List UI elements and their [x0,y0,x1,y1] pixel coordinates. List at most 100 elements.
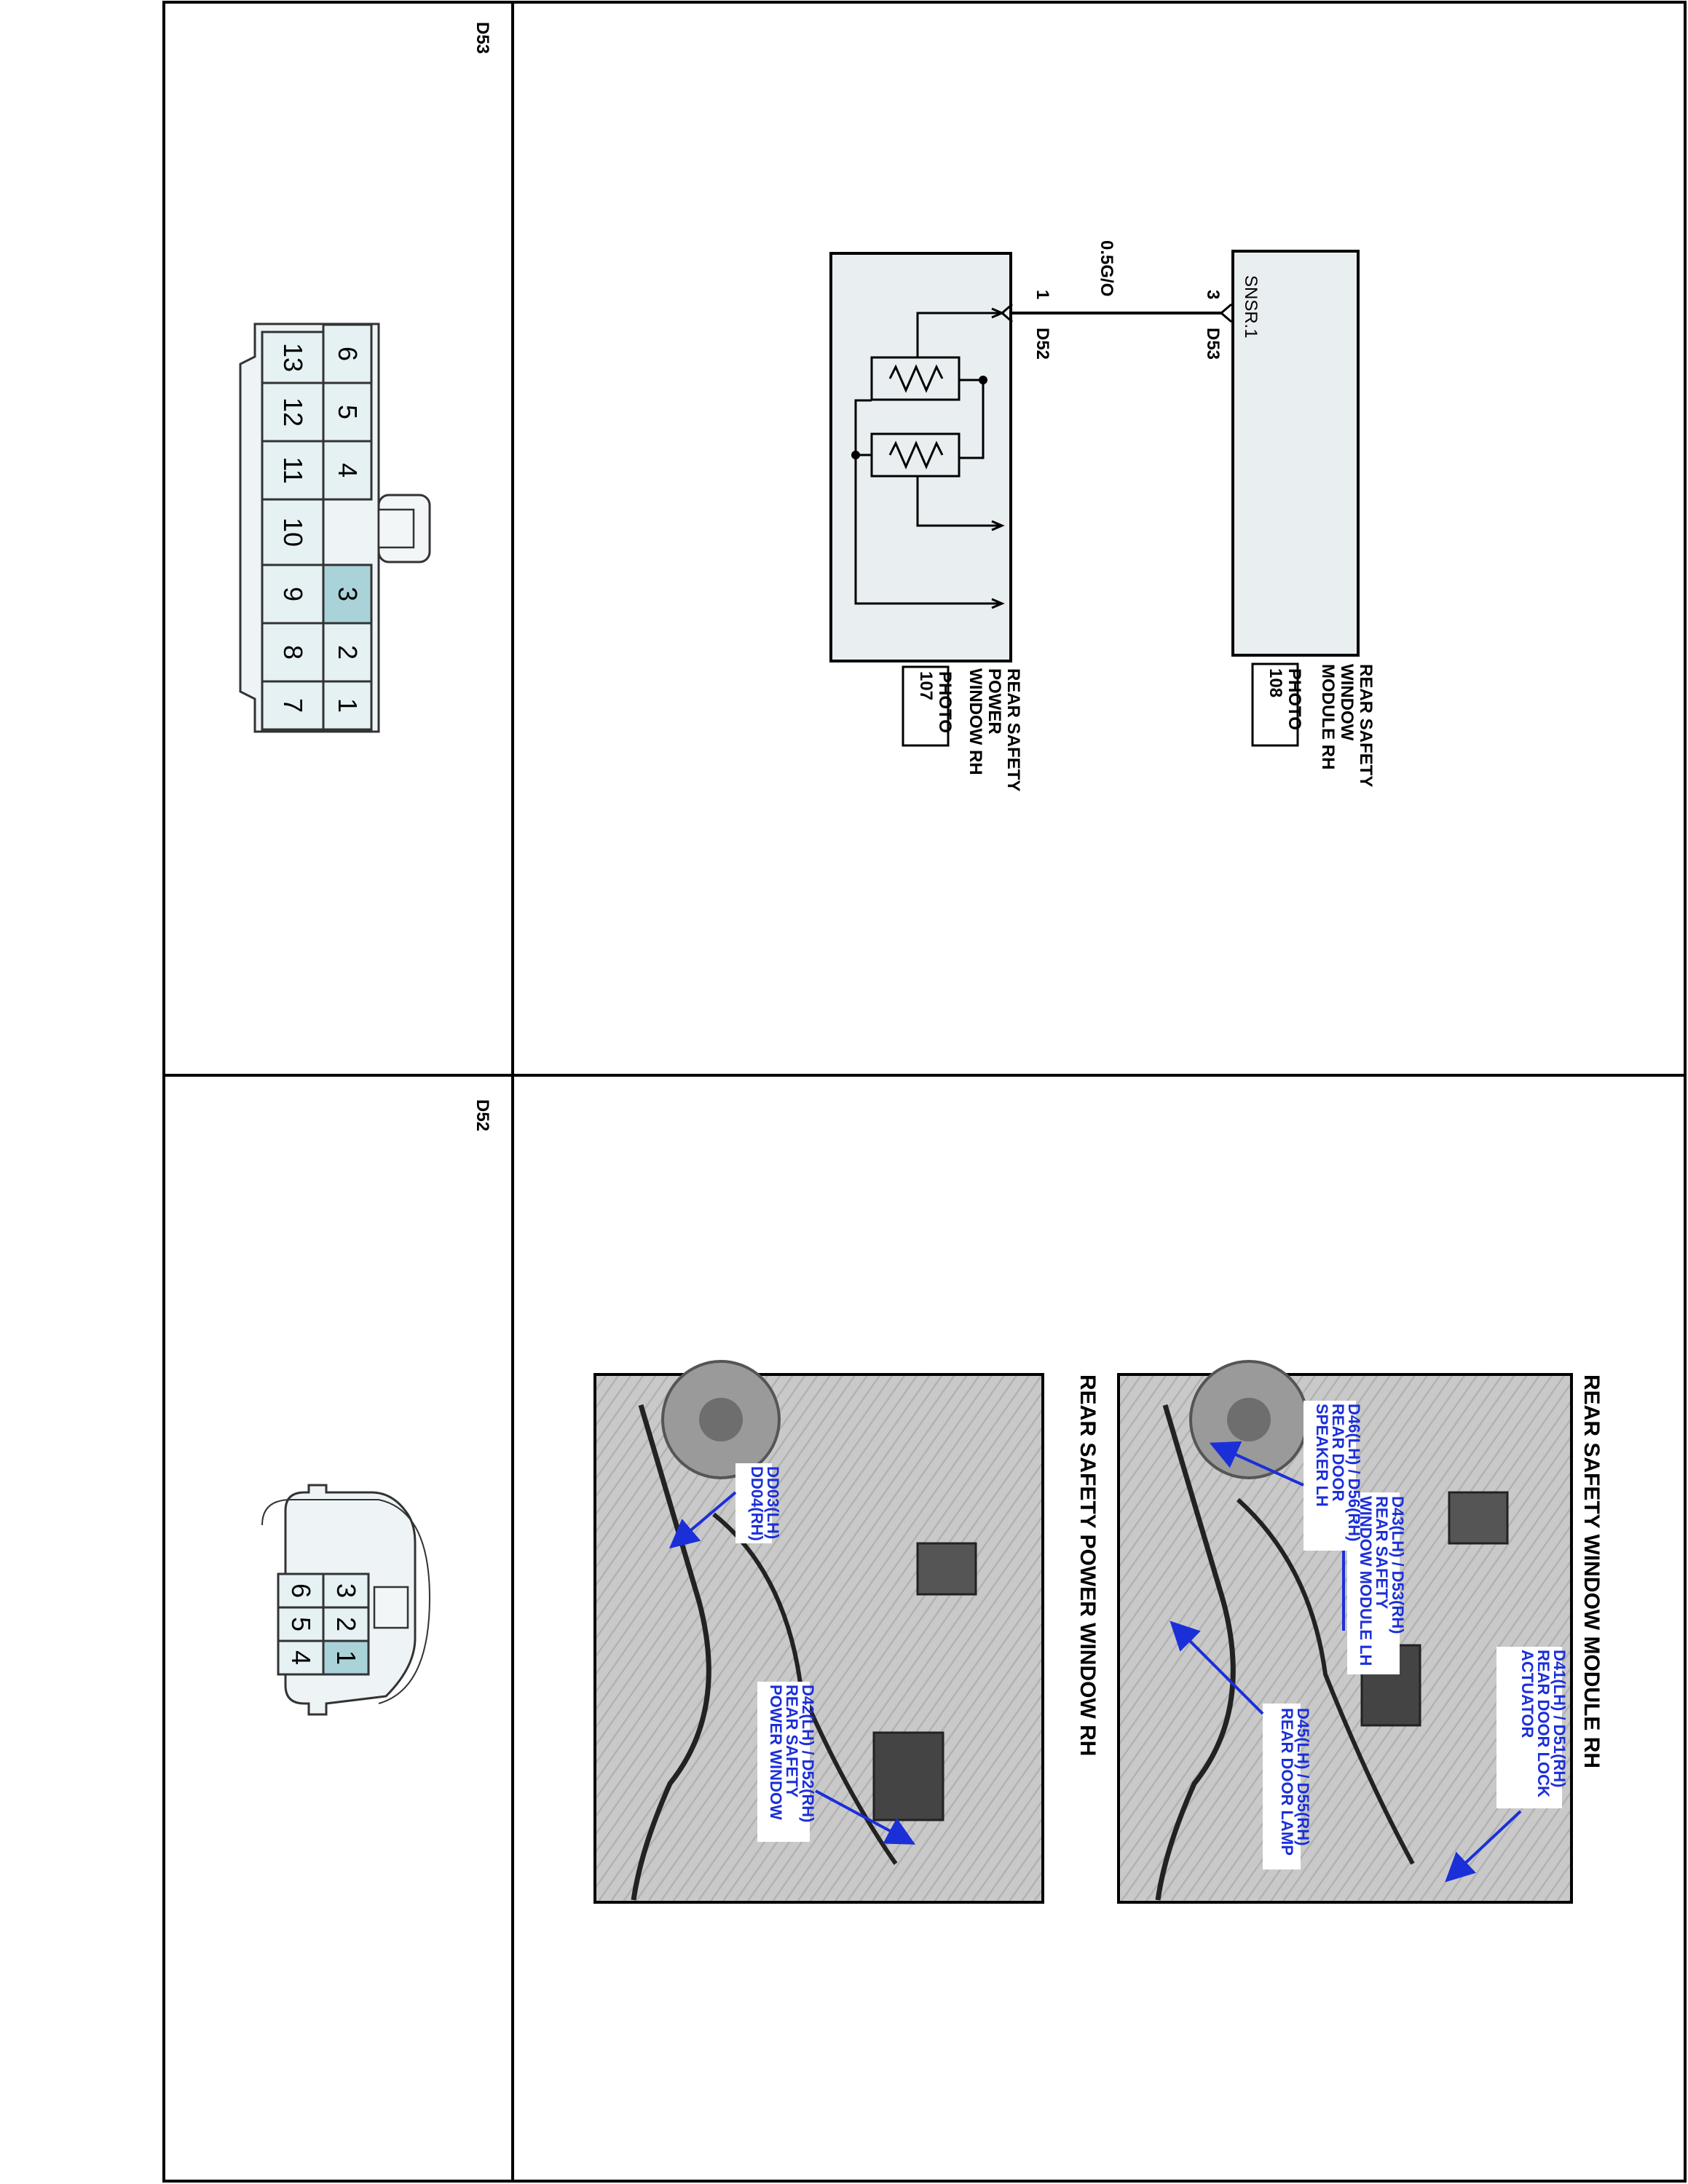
module-label-line: WINDOW [1337,664,1357,741]
window-connector-label: D52 [1033,328,1052,360]
svg-text:3: 3 [331,1583,361,1598]
svg-text:11: 11 [278,456,308,483]
svg-text:9: 9 [278,587,308,601]
window-label-line: REAR SAFETY [1003,668,1023,791]
svg-text:10: 10 [278,518,308,547]
svg-text:5: 5 [286,1617,316,1631]
d53-pin-4: 4 [322,440,373,501]
callout-door-speaker: D46(LH) / D56(RH) REAR DOOR SPEAKER LH [1209,1401,1363,1551]
d53-pin-1: 1 [322,680,373,731]
svg-text:3: 3 [333,587,363,601]
callout-door-lamp: D45(LH) / D55(RH) REAR DOOR LAMP [1170,1621,1312,1870]
d53-pin-7: 7 [261,680,325,731]
photo-rear-safety-power-window: REAR SAFETY POWER WINDOW RH D42(LH) / D5… [593,1360,1100,1904]
svg-text:4: 4 [333,463,363,478]
connector-d53-face: 6 5 4 3 2 1 13 12 11 10 9 8 7 [239,323,431,733]
d52-pin-3: 3 [322,1572,370,1609]
d53-terminal-chevron [1219,303,1232,323]
junction-dot [851,451,860,459]
d53-pin-2: 2 [322,622,373,683]
photo-bottom-title: REAR SAFETY POWER WINDOW RH [1076,1374,1100,1756]
window-photo-ref: 107 [916,671,936,700]
svg-text:D45(LH) / D55(RH): D45(LH) / D55(RH) [1294,1708,1312,1845]
speaker-cone [1227,1398,1271,1441]
connector-label-d52: D52 [473,1099,492,1131]
wire-harness [631,1404,711,1901]
callout-dd03-dd04: DD03(LH) DD04(RH) [669,1463,782,1549]
window-photo-ref-box [902,665,950,747]
d53-pin-6: 6 [322,323,373,384]
junction-dot [979,376,987,384]
d52-pin-4: 4 [277,1639,325,1676]
power-window-internal-circuit [854,307,1005,609]
svg-text:REAR DOOR LAMP: REAR DOOR LAMP [1278,1708,1296,1856]
d53-pin-12: 12 [261,381,325,443]
svg-text:2: 2 [331,1617,361,1631]
svg-text:POWER WINDOW: POWER WINDOW [767,1685,785,1820]
svg-text:D46(LH) / D56(RH): D46(LH) / D56(RH) [1345,1404,1363,1541]
d52-pin-1-highlighted: 1 [322,1639,370,1676]
svg-text:13: 13 [278,343,308,372]
photo-rear-safety-window-module: REAR SAFETY WINDOW MODULE RH D41(LH) / D… [1117,1360,1604,1904]
svg-text:6: 6 [333,347,363,361]
page-frame [162,1,1687,2183]
svg-text:1: 1 [333,698,363,713]
svg-text:DD04(RH): DD04(RH) [748,1466,766,1541]
svg-text:8: 8 [278,645,308,660]
window-label-line: POWER [985,668,1004,735]
door-photo-bottom [593,1373,1044,1904]
svg-text:D43(LH) / D53(RH): D43(LH) / D53(RH) [1389,1496,1407,1634]
module-photo-ref: PHOTO [1285,668,1304,730]
actuator-shape [1448,1491,1509,1545]
d53-pin-13: 13 [261,331,325,384]
d53-pin-8: 8 [261,622,325,683]
svg-text:ACTUATOR: ACTUATOR [1518,1650,1537,1738]
svg-text:REAR SAFETY: REAR SAFETY [1373,1496,1391,1610]
wire-label: 0.5G/O [1097,240,1116,296]
d53-pin-11: 11 [261,440,325,501]
svg-text:6: 6 [286,1583,316,1598]
module-label-line: MODULE RH [1318,664,1338,769]
module-photo-ref: 108 [1266,668,1285,697]
schematic: 0.5G/O 3 D53 1 D52 SNSR.1 REAR SAFETY WI… [829,240,1376,791]
svg-text:2: 2 [333,645,363,660]
svg-text:12: 12 [278,397,308,427]
svg-text:DD03(LH): DD03(LH) [764,1466,782,1539]
svg-text:SPEAKER LH: SPEAKER LH [1313,1404,1331,1507]
module-label-line: REAR SAFETY [1356,664,1376,787]
svg-text:1: 1 [331,1650,361,1665]
speaker-cone [699,1398,743,1441]
d52-pin-2: 2 [322,1606,370,1642]
module-photo-ref-box [1251,662,1299,747]
module-pin-number: 3 [1203,290,1223,299]
svg-text:5: 5 [333,405,363,419]
callout-power-window: D42(LH) / D52(RH) REAR SAFETY POWER WIND… [757,1682,916,1845]
svg-text:REAR DOOR: REAR DOOR [1329,1404,1347,1502]
svg-text:REAR DOOR LOCK: REAR DOOR LOCK [1534,1650,1553,1797]
callout-door-lock-actuator: D41(LH) / D51(RH) REAR DOOR LOCK ACTUATO… [1445,1647,1569,1883]
window-label-line: WINDOW RH [966,668,985,775]
svg-text:D42(LH) / D52(RH): D42(LH) / D52(RH) [799,1685,817,1822]
d52-pin-6: 6 [277,1572,325,1609]
window-pin-number: 1 [1033,290,1052,299]
module-connector-label: D53 [1203,328,1223,360]
svg-text:WINDOW MODULE LH: WINDOW MODULE LH [1357,1496,1375,1666]
motor-shape [872,1731,944,1821]
wire-harness [1236,1497,1415,1865]
svg-text:4: 4 [286,1650,316,1665]
module-pin-name: SNSR.1 [1241,275,1261,339]
d53-pin-5: 5 [322,381,373,443]
latch-shape [916,1542,977,1596]
connector-label-d53: D53 [473,22,492,54]
rear-safety-window-module-box [1231,250,1360,657]
svg-text:REAR SAFETY: REAR SAFETY [783,1685,801,1798]
svg-text:D41(LH) / D51(RH): D41(LH) / D51(RH) [1550,1650,1569,1787]
d53-pin-10: 10 [261,498,325,566]
connector-d52-face: 3 2 1 6 5 4 [261,1484,431,1716]
photo-top-title: REAR SAFETY WINDOW MODULE RH [1579,1374,1604,1768]
window-photo-ref: PHOTO [935,671,955,733]
d52-pin-5: 5 [277,1606,325,1642]
d53-pin-9: 9 [261,563,325,625]
d53-pin-3-highlighted: 3 [322,563,373,625]
